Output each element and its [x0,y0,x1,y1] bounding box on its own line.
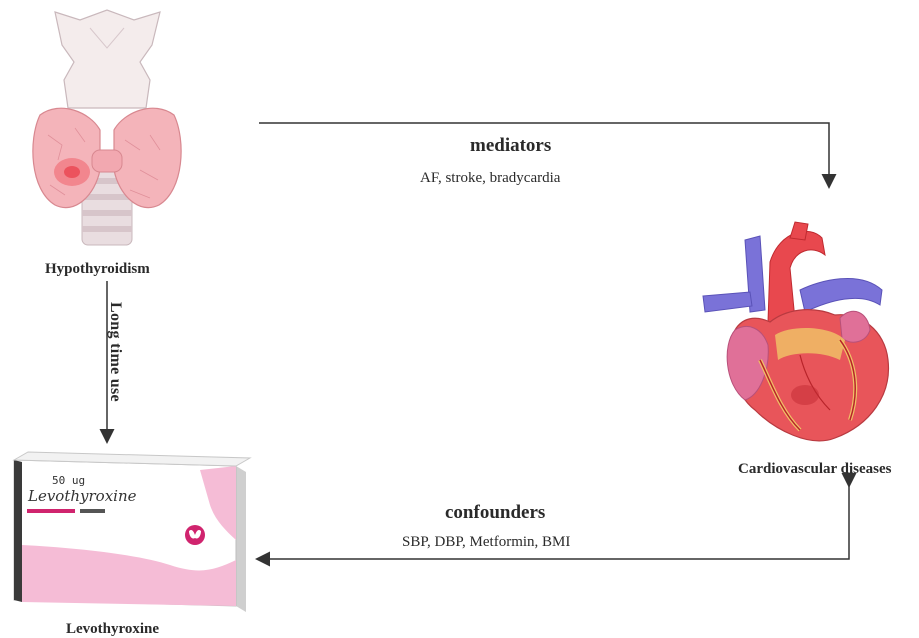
cardiovascular-diseases-label: Cardiovascular diseases [738,461,891,478]
levothyroxine-label: Levothyroxine [66,621,159,638]
package-brand-text: Levothyroxine [28,487,137,505]
mediators-title: mediators [470,135,551,157]
mediators-list: AF, stroke, bradycardia [420,170,560,187]
medicine-box-icon [14,452,250,612]
confounders-title: confounders [445,502,545,524]
hypothyroidism-label: Hypothyroidism [45,261,150,278]
confounders-list: SBP, DBP, Metformin, BMI [402,534,570,551]
package-dose-text: 50 ug [52,474,85,487]
long-time-use-label: Long time use [106,302,124,402]
